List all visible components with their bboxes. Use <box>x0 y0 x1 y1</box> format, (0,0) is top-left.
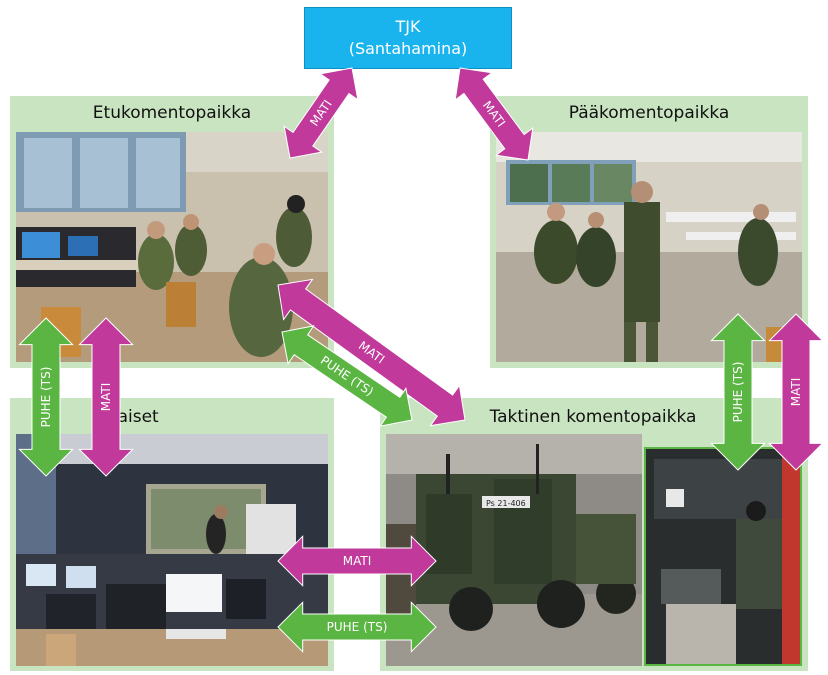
photo-vehicle-interior <box>644 447 802 666</box>
arrow-etu-alaiset-mati: MATI <box>78 317 134 477</box>
arrow-etu-alaiset-mati-shape <box>78 317 134 477</box>
arrow-paa-taktinen-mati-shape <box>768 313 824 471</box>
arrow-etu-taktinen-mati-shape <box>277 278 466 427</box>
arrow-etu-alaiset-puhe-shape <box>18 317 74 477</box>
photo-paakomentopaikka <box>496 132 802 362</box>
panel-title-taktinen-komentopaikka: Taktinen komentopaikka <box>489 407 697 427</box>
arrow-alaiset-taktinen-mati: MATI <box>277 535 437 587</box>
arrow-alaiset-taktinen-mati-shape <box>277 535 437 587</box>
arrow-paa-taktinen-puhe-label: PUHE (TS) <box>731 362 745 423</box>
arrow-tjk-etu: MATI <box>283 67 359 159</box>
tjk-node: TJK (Santahamina) <box>304 7 512 69</box>
arrow-tjk-paa-shape <box>454 67 534 161</box>
arrow-tjk-etu-shape <box>283 67 359 159</box>
panel-title-paakomentopaikka: Pääkomentopaikka <box>568 103 730 123</box>
arrow-etu-alaiset-puhe-label: PUHE (TS) <box>39 367 53 428</box>
panel-etukomentopaikka: Etukomentopaikka <box>10 96 334 368</box>
arrow-alaiset-taktinen-mati-label: MATI <box>343 554 372 568</box>
photo-etukomentopaikka <box>16 132 328 362</box>
arrow-paa-taktinen-mati-label: MATI <box>789 378 803 407</box>
arrow-paa-taktinen-puhe-shape <box>710 313 766 471</box>
arrow-alaiset-taktinen-puhe-label: PUHE (TS) <box>327 620 388 634</box>
arrow-paa-taktinen-puhe: PUHE (TS) <box>710 313 766 471</box>
arrow-paa-taktinen-mati: MATI <box>768 313 824 471</box>
arrow-alaiset-taktinen-puhe-shape <box>277 601 437 653</box>
photo-taktinen-komentopaikka: Ps 21-406 <box>386 434 642 666</box>
panel-title-etukomentopaikka: Etukomentopaikka <box>92 103 252 123</box>
arrow-etu-alaiset-mati-label: MATI <box>99 383 113 412</box>
panel-taktinen-komentopaikka: Taktinen komentopaikka Ps 21-406 <box>380 398 808 671</box>
panel-paakomentopaikka: Pääkomentopaikka <box>490 96 808 368</box>
arrow-tjk-paa: MATI <box>454 67 534 161</box>
tjk-title: TJK <box>395 17 421 36</box>
tjk-subtitle: (Santahamina) <box>348 39 468 58</box>
vehicle-plate: Ps 21-406 <box>486 499 526 508</box>
arrow-etu-alaiset-puhe: PUHE (TS) <box>18 317 74 477</box>
arrow-etu-taktinen-puhe-shape <box>281 325 413 427</box>
arrow-alaiset-taktinen-puhe: PUHE (TS) <box>277 601 437 653</box>
